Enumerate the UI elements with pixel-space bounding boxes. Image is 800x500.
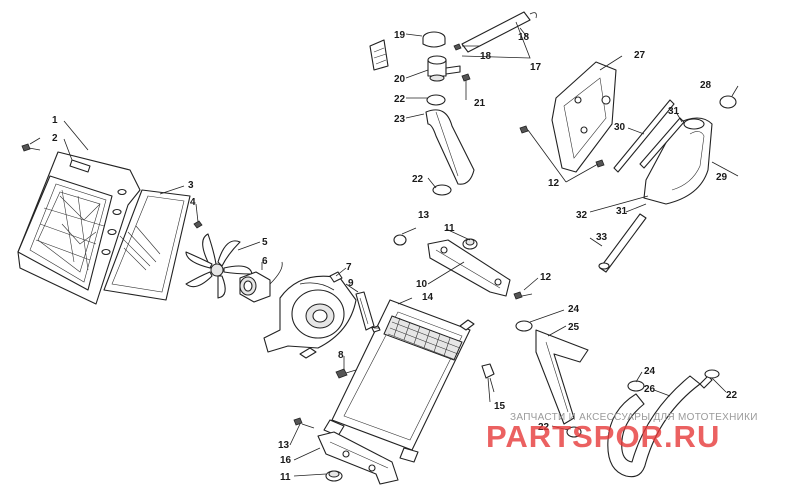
callout-17: 17 xyxy=(530,62,542,73)
callout-5: 5 xyxy=(262,237,268,248)
callout-labels: 1 2 3 4 5 6 7 8 9 10 11 11 12 12 13 13 1… xyxy=(52,30,738,483)
callout-21: 21 xyxy=(474,98,486,109)
callout-12-b: 12 xyxy=(548,178,560,189)
clamp-part-22-b xyxy=(432,184,452,196)
fan-motor-part xyxy=(239,261,283,303)
filler-neck-part xyxy=(427,55,461,82)
callout-27: 27 xyxy=(634,50,646,61)
callout-25: 25 xyxy=(568,322,580,333)
clamp-part-22-a xyxy=(426,94,446,106)
lower-hose-part xyxy=(535,329,589,425)
callout-28: 28 xyxy=(700,80,712,91)
watermark: ЗАПЧАСТИ И АКСЕССУАРЫ ДЛЯ МОТОТЕХНИКИ PA… xyxy=(486,412,758,454)
callout-6: 6 xyxy=(262,256,268,267)
screw-part-4 xyxy=(193,220,203,229)
bolt-part-21 xyxy=(461,73,471,82)
callout-7: 7 xyxy=(346,262,352,273)
bolt-part-13-upper xyxy=(393,234,407,246)
callout-15: 15 xyxy=(494,401,506,412)
callout-24-a: 24 xyxy=(568,304,580,315)
callout-22-b: 22 xyxy=(412,174,424,185)
bolt-part-28 xyxy=(719,95,737,109)
bolt-part-8 xyxy=(335,368,357,379)
leader-lines xyxy=(29,21,739,477)
radiator-part xyxy=(323,299,475,463)
radiator-cap-part xyxy=(422,31,446,48)
fitting-part-15 xyxy=(481,363,495,393)
callout-31-b: 31 xyxy=(616,206,628,217)
shroud-part xyxy=(17,151,141,305)
callout-23: 23 xyxy=(394,114,406,125)
reservoir-tank-part xyxy=(643,117,713,205)
callout-22-a: 22 xyxy=(394,94,406,105)
callout-4: 4 xyxy=(190,197,196,208)
callout-18-a: 18 xyxy=(518,32,530,43)
bolt-part-12-b xyxy=(519,125,529,134)
callout-8: 8 xyxy=(338,350,344,361)
clamp-part-24-a xyxy=(515,320,533,332)
callout-10: 10 xyxy=(416,279,428,290)
callout-19: 19 xyxy=(394,30,406,41)
callout-22-d: 22 xyxy=(726,390,738,401)
grommet-part-11-lower xyxy=(325,470,343,482)
callout-11-upper: 11 xyxy=(444,223,455,234)
callout-12-a: 12 xyxy=(540,272,552,283)
callout-14: 14 xyxy=(422,292,434,303)
callout-1: 1 xyxy=(52,115,58,126)
upper-hose-part xyxy=(425,109,475,185)
grommet-part-11-upper xyxy=(462,238,478,250)
callout-13-lower: 13 xyxy=(278,440,290,451)
callout-33: 33 xyxy=(596,232,608,243)
fan-housing-part xyxy=(263,271,357,359)
callout-24-b: 24 xyxy=(644,366,656,377)
watermark-tagline: ЗАПЧАСТИ И АКСЕССУАРЫ ДЛЯ МОТОТЕХНИКИ xyxy=(510,412,758,423)
rod-part-30 xyxy=(613,99,675,173)
callout-2: 2 xyxy=(52,133,58,144)
callout-22-c: 22 xyxy=(538,422,550,433)
callout-32: 32 xyxy=(576,210,588,221)
clamp-part-22-c xyxy=(566,426,582,438)
lower-bracket-part xyxy=(317,431,399,485)
callout-29: 29 xyxy=(716,172,728,183)
screw-part-2 xyxy=(21,143,41,152)
callout-31-a: 31 xyxy=(668,106,680,117)
callout-26: 26 xyxy=(644,384,656,395)
callout-16: 16 xyxy=(280,455,292,466)
sticker-part xyxy=(369,39,389,71)
callout-11-lower: 11 xyxy=(280,472,291,483)
bolt-part-12-a xyxy=(513,291,533,300)
callout-18-b: 18 xyxy=(480,51,492,62)
watermark-brand: PARTSPOR.RU xyxy=(486,419,720,454)
clamp-part-24-b xyxy=(627,380,645,392)
hose-part-31 xyxy=(639,117,685,169)
callout-30: 30 xyxy=(614,122,626,133)
callout-13-upper: 13 xyxy=(418,210,430,221)
callout-20: 20 xyxy=(394,74,406,85)
screen-part xyxy=(103,189,191,301)
bottom-hose-part xyxy=(607,375,713,478)
upper-mount-bracket xyxy=(427,239,511,297)
bolt-part-13-lower xyxy=(293,417,315,429)
bracket-part-9 xyxy=(355,291,375,331)
overflow-hose-part xyxy=(453,11,537,53)
fan-blade-part xyxy=(185,233,253,299)
callout-9: 9 xyxy=(348,278,354,289)
clamp-part-22-d xyxy=(704,369,720,379)
callout-3: 3 xyxy=(188,180,194,191)
hose-part-33 xyxy=(598,213,647,273)
reservoir-bracket-part xyxy=(551,61,617,173)
bolt-part-12-c xyxy=(595,159,605,168)
